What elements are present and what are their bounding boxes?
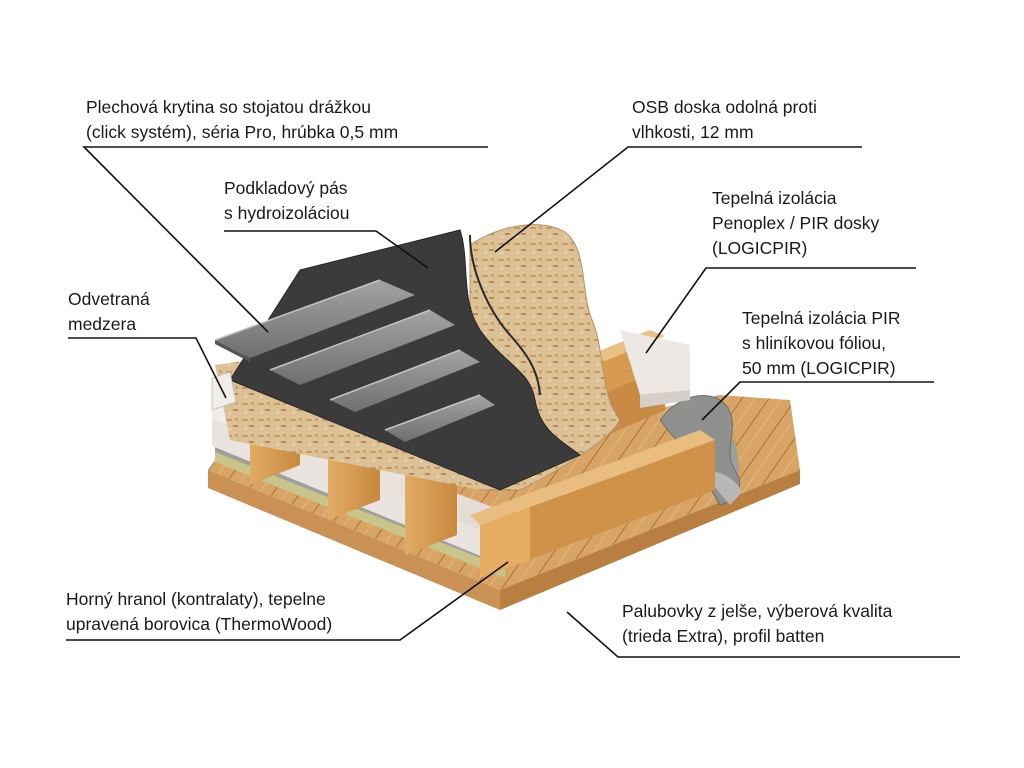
label-ventilated-gap: Odvetraná medzera [68,289,227,399]
label-underlay-line2: s hydroizoláciou [224,203,349,223]
leader-thermal-insulation [645,267,916,354]
label-battens-line1: Horný hranol (kontralaty), tepelne [66,589,326,609]
leader-counter-battens [66,561,509,641]
label-alder-line2: (trieda Extra), profil batten [622,626,824,646]
label-thermal-line3: (LOGICPIR) [712,238,807,258]
label-underlay: Podkladový pás s hydroizoláciou [224,178,429,269]
label-pir-line3: 50 mm (LOGICPIR) [742,358,896,378]
label-thermal-line2: Penoplex / PIR dosky [712,213,880,233]
label-metal-roofing-line1: Plechová krytina so stojatou drážkou [86,97,371,117]
label-underlay-line1: Podkladový pás [224,178,348,198]
label-metal-roofing-line2: (click systém), séria Pro, hrúbka 0,5 mm [86,122,398,142]
leader-alder-boards [566,611,960,658]
leader-ventilated-gap [68,337,227,399]
leader-metal-roofing [82,146,488,333]
label-thermal-line1: Tepelná izolácia [712,188,837,208]
label-pir-foil: Tepelná izolácia PIR s hliníkovou fóliou… [701,308,934,421]
leader-underlay [224,230,429,269]
label-osb-line2: vlhkosti, 12 mm [632,122,754,142]
label-battens-line2: upravená borovica (ThermoWood) [66,614,332,634]
metal-roofing-panels [214,279,495,442]
label-pir-line1: Tepelná izolácia PIR [742,308,901,328]
label-thermal-insulation: Tepelná izolácia Penoplex / PIR dosky (L… [645,188,916,354]
label-osb: OSB doska odolná proti vlhkosti, 12 mm [494,97,862,253]
label-alder-line1: Palubovky z jelše, výberová kvalita [622,601,893,621]
leader-pir-foil [701,381,934,421]
underlay-membrane [229,229,581,491]
label-ventilated-gap-line1: Odvetraná [68,289,150,309]
label-alder-boards: Palubovky z jelše, výberová kvalita (tri… [566,601,960,658]
leader-osb [494,146,862,253]
label-osb-line1: OSB doska odolná proti [632,97,817,117]
label-pir-line2: s hliníkovou fóliou, [742,333,886,353]
upper-insulation [620,330,690,408]
label-counter-battens: Horný hranol (kontralaty), tepelne uprav… [66,561,509,641]
label-metal-roofing: Plechová krytina so stojatou drážkou (cl… [82,97,488,333]
label-ventilated-gap-line2: medzera [68,314,136,334]
